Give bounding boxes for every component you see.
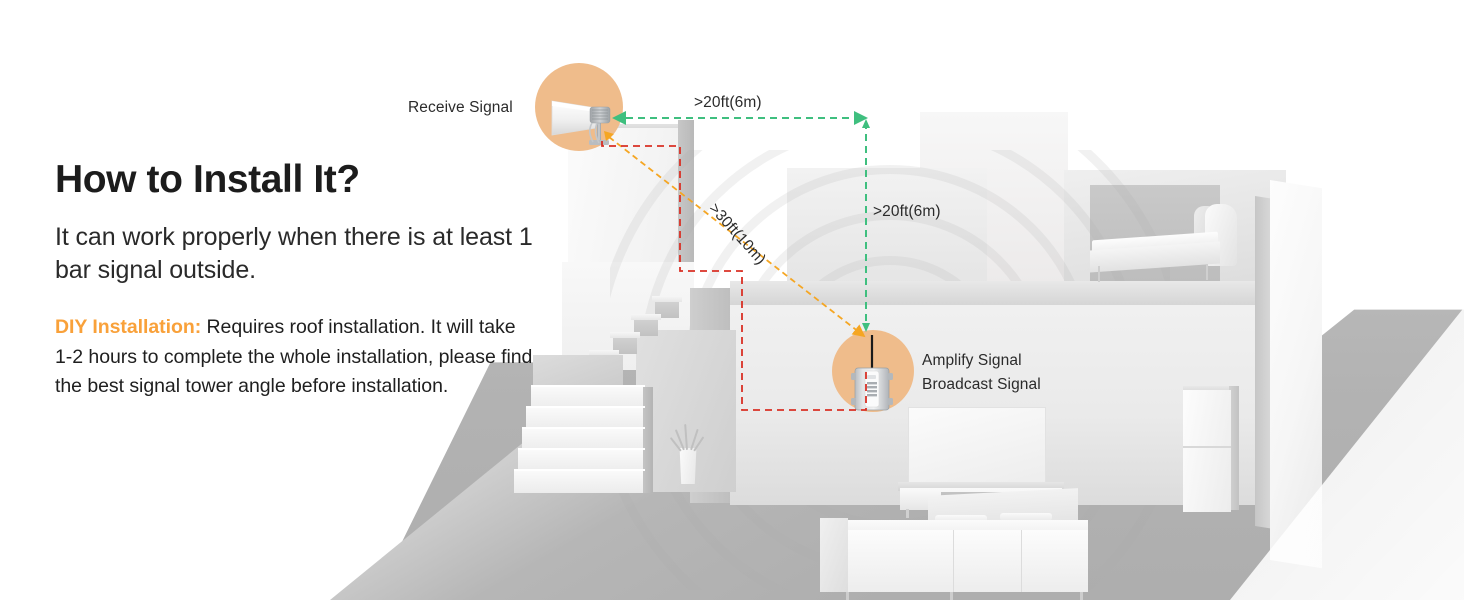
refrigerator-top [1183, 386, 1237, 393]
refrigerator [1183, 390, 1231, 512]
stair-tread [610, 332, 640, 338]
sofa-seam [953, 530, 954, 592]
daybed-leg [1098, 266, 1100, 282]
diagonal-distance-line [608, 136, 866, 338]
daybed-leg [1206, 264, 1208, 280]
plant-pot [679, 448, 697, 484]
diy-paragraph: DIY Installation: Requires roof installa… [55, 313, 535, 402]
stair-step [514, 469, 645, 493]
sofa-armrest [820, 518, 848, 592]
stair-tread [631, 314, 661, 320]
stair-tread [589, 350, 619, 356]
tv-stand-top [898, 482, 1064, 491]
television [908, 407, 1046, 485]
subheading: It can work properly when there is at le… [55, 222, 533, 284]
stair-step [526, 406, 645, 430]
copy-block: How to Install It? It can work properly … [55, 158, 535, 402]
refrigerator-divider [1183, 446, 1231, 448]
receive-antenna-icon [551, 100, 611, 145]
stair-step [518, 448, 645, 472]
sofa-seam [1021, 530, 1022, 592]
sofa-leg [846, 592, 849, 600]
chimney-side-face [678, 120, 694, 280]
diy-installation-body: Requires roof installation. It will take… [55, 315, 533, 398]
chimney-block [568, 128, 680, 278]
refrigerator-side [1229, 386, 1239, 510]
stair-step-side [643, 408, 653, 430]
stair-step [522, 427, 645, 451]
stair-step-side [643, 387, 653, 409]
stair-riser [613, 336, 637, 354]
coax-cable-route [601, 141, 867, 411]
stair-riser [634, 318, 658, 336]
sofa-body [820, 530, 1088, 592]
sofa-leg [1080, 592, 1083, 600]
horizontal-distance-label: >20ft(6m) [694, 94, 762, 111]
upper-wall-tall [787, 168, 987, 293]
receive-signal-label: Receive Signal [408, 99, 513, 116]
tv-stand-leg [906, 509, 909, 518]
amplify-signal-label: Amplify Signal [922, 352, 1022, 369]
sofa-leg [950, 592, 953, 600]
vertical-distance-label: >20ft(6m) [873, 203, 941, 220]
stair-tread [652, 296, 682, 302]
stair-step-side [643, 450, 653, 472]
sofa-cushion [1000, 513, 1052, 521]
sofa-cushion [935, 515, 987, 523]
stair-step [531, 385, 645, 409]
page-title: How to Install It? [55, 158, 360, 201]
slab-top-face [730, 281, 1290, 307]
broadcast-signal-label: Broadcast Signal [922, 376, 1041, 393]
stair-riser [655, 300, 679, 318]
diy-installation-label: DIY Installation: [55, 315, 202, 338]
signal-amplifier-icon [851, 335, 893, 411]
stair-step-side [643, 471, 653, 493]
stair-step-side [643, 429, 653, 451]
